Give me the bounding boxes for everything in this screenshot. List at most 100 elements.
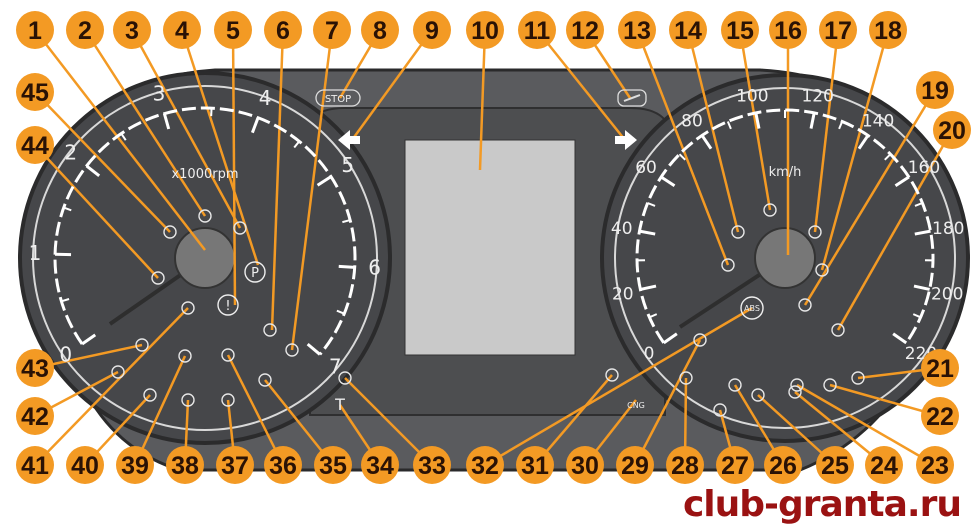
callout-number: 29	[621, 452, 649, 480]
callout-badge: 15	[721, 11, 759, 49]
callout-number: 35	[319, 452, 347, 480]
callout-number: 26	[769, 452, 797, 480]
speedometer-label: 40	[611, 219, 633, 239]
callout-badge: 33	[413, 446, 451, 484]
svg-text:STOP: STOP	[325, 94, 351, 105]
callout-number: 36	[269, 452, 297, 480]
speedometer-label: 200	[931, 284, 963, 304]
callout-number: 5	[226, 17, 240, 45]
callout-badge: 5	[214, 11, 252, 49]
tachometer-unit-label: x1000rpm	[171, 167, 238, 182]
speedometer-label: 100	[736, 86, 768, 106]
callout-badge: 40	[66, 446, 104, 484]
speedometer-label: 20	[612, 284, 634, 304]
tachometer-tick	[339, 266, 355, 267]
callout-badge: 18	[869, 11, 907, 49]
callout-number: 39	[121, 452, 149, 480]
callout-badge: 4	[163, 11, 201, 49]
callout-badge: 3	[113, 11, 151, 49]
callout-number: 20	[938, 117, 966, 145]
callout-number: 25	[821, 452, 849, 480]
callout-number: 23	[921, 452, 949, 480]
tachometer-label: 2	[64, 141, 77, 165]
callout-badge: 17	[819, 11, 857, 49]
cng-indicator: CNG	[627, 401, 645, 410]
callout-badge: 1	[16, 11, 54, 49]
callout-number: 1	[28, 17, 42, 45]
callout-number: 40	[71, 452, 99, 480]
tachometer-label: 3	[153, 81, 166, 105]
callout-badge: 16	[769, 11, 807, 49]
tachometer-hub	[175, 228, 235, 288]
callout-badge: 42	[16, 397, 54, 435]
callout-badge: 35	[314, 446, 352, 484]
callout-number: 37	[221, 452, 249, 480]
callout-number: 11	[524, 17, 551, 45]
tachometer-label: 6	[368, 256, 381, 280]
callout-number: 15	[726, 17, 754, 45]
callout-badge: 7	[313, 11, 351, 49]
speedometer-label: 60	[635, 158, 657, 178]
callout-badge: 19	[916, 71, 954, 109]
callout-badge: 34	[361, 446, 399, 484]
callout-badge: 2	[66, 11, 104, 49]
speedometer-label: 80	[681, 112, 703, 132]
callout-number: 44	[21, 132, 49, 160]
callout-number: 33	[418, 452, 446, 480]
callout-number: 45	[21, 79, 49, 107]
callout-number: 34	[366, 452, 394, 480]
callout-badge: 10	[466, 11, 504, 49]
callout-number: 10	[471, 17, 499, 45]
callout-number: 12	[571, 17, 599, 45]
callout-number: 30	[571, 452, 599, 480]
callout-number: 4	[175, 17, 189, 45]
speedometer-label: 180	[932, 219, 964, 239]
callout-badge: 12	[566, 11, 604, 49]
callout-badge: 38	[166, 446, 204, 484]
watermark: club-granta.ru	[673, 486, 969, 524]
display-screen	[405, 140, 575, 355]
callout-badge: 30	[566, 446, 604, 484]
callout-number: 14	[674, 17, 702, 45]
callout-badge: 44	[16, 126, 54, 164]
callout-number: 17	[824, 17, 852, 45]
callout-badge: 23	[916, 446, 954, 484]
speedometer-hub	[755, 228, 815, 288]
callout-badge: 14	[669, 11, 707, 49]
callout-badge: 32	[466, 446, 504, 484]
speedometer-unit-label: km/h	[769, 165, 802, 180]
callout-badge: 28	[666, 446, 704, 484]
svg-text:P: P	[251, 266, 259, 281]
callout-number: 13	[623, 17, 651, 45]
callout-number: 9	[425, 17, 439, 45]
callout-badge: 24	[865, 446, 903, 484]
callout-badge: 11	[518, 11, 556, 49]
callout-badge: 9	[413, 11, 451, 49]
callout-badge: 20	[933, 111, 971, 149]
callout-badge: 43	[16, 349, 54, 387]
callout-number: 32	[471, 452, 499, 480]
callout-number: 22	[926, 403, 954, 431]
callout-badge: 36	[264, 446, 302, 484]
callout-number: 28	[671, 452, 699, 480]
tachometer-label: 5	[341, 153, 354, 177]
callout-number: 43	[21, 355, 49, 383]
callout-number: 7	[325, 17, 339, 45]
callout-badge: 22	[921, 397, 959, 435]
svg-text:!: !	[225, 299, 230, 314]
callout-number: 38	[171, 452, 199, 480]
callout-badge: 13	[618, 11, 656, 49]
speedometer-label: 160	[908, 158, 940, 178]
callout-badge: 29	[616, 446, 654, 484]
callout-number: 41	[21, 452, 49, 480]
callout-badge: 21	[921, 349, 959, 387]
speedometer-label: 140	[862, 112, 894, 132]
callout-number: 42	[21, 403, 49, 431]
callout-number: 6	[276, 17, 290, 45]
callout-badge: 37	[216, 446, 254, 484]
callout-badge: 8	[361, 11, 399, 49]
svg-text:ABS: ABS	[744, 304, 760, 313]
callout-number: 19	[921, 77, 949, 105]
callout-badge: 25	[816, 446, 854, 484]
